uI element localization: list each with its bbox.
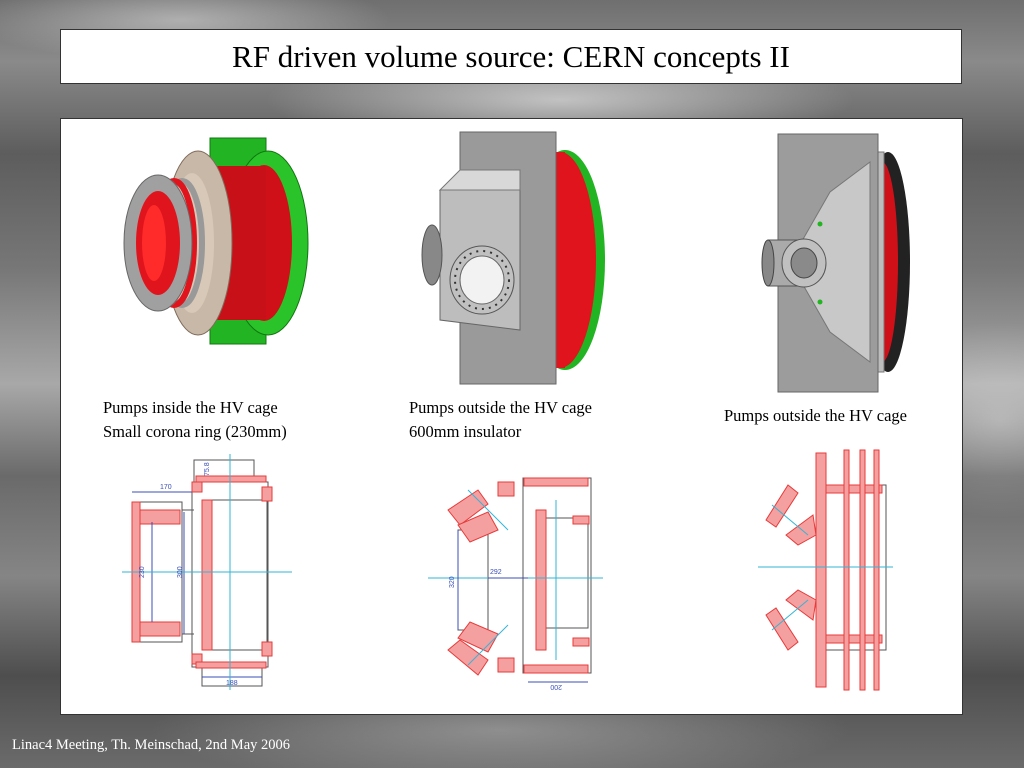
render-source-2 — [421, 131, 605, 385]
slide-title: RF driven volume source: CERN concepts I… — [232, 38, 790, 74]
cad-drawing-3 — [758, 449, 893, 691]
render-source-1 — [123, 137, 309, 345]
dimension-label: 300 — [177, 566, 184, 578]
dimension-label: 188 — [226, 680, 238, 687]
slide-footer: Linac4 Meeting, Th. Meinschad, 2nd May 2… — [12, 737, 290, 753]
caption-line: Pumps inside the HV cage — [103, 398, 278, 417]
dimension-label: 320 — [449, 576, 456, 588]
caption-column-3: Pumps outside the HV cage — [724, 404, 907, 428]
caption-column-2: Pumps outside the HV cage 600mm insulato… — [409, 396, 592, 444]
dimension-label: 200 — [550, 683, 562, 690]
title-box: RF driven volume source: CERN concepts I… — [60, 29, 962, 84]
dimension-label: 75.8 — [204, 462, 211, 476]
caption-line: 600mm insulator — [409, 422, 522, 441]
caption-line: Small corona ring (230mm) — [103, 422, 287, 441]
render-source-3 — [761, 133, 910, 393]
caption-column-1: Pumps inside the HV cage Small corona ri… — [103, 396, 287, 444]
caption-line: Pumps outside the HV cage — [409, 398, 593, 417]
dimension-label: 230 — [139, 566, 146, 578]
dimension-label: 170 — [160, 484, 172, 491]
dimension-label: 292 — [490, 569, 502, 576]
cad-drawing-1: 170 75.8 230 300 188 — [122, 454, 292, 690]
cad-drawing-2: 320 292 200 — [428, 477, 603, 690]
caption-line: Pumps outside the HV cage — [724, 406, 908, 425]
